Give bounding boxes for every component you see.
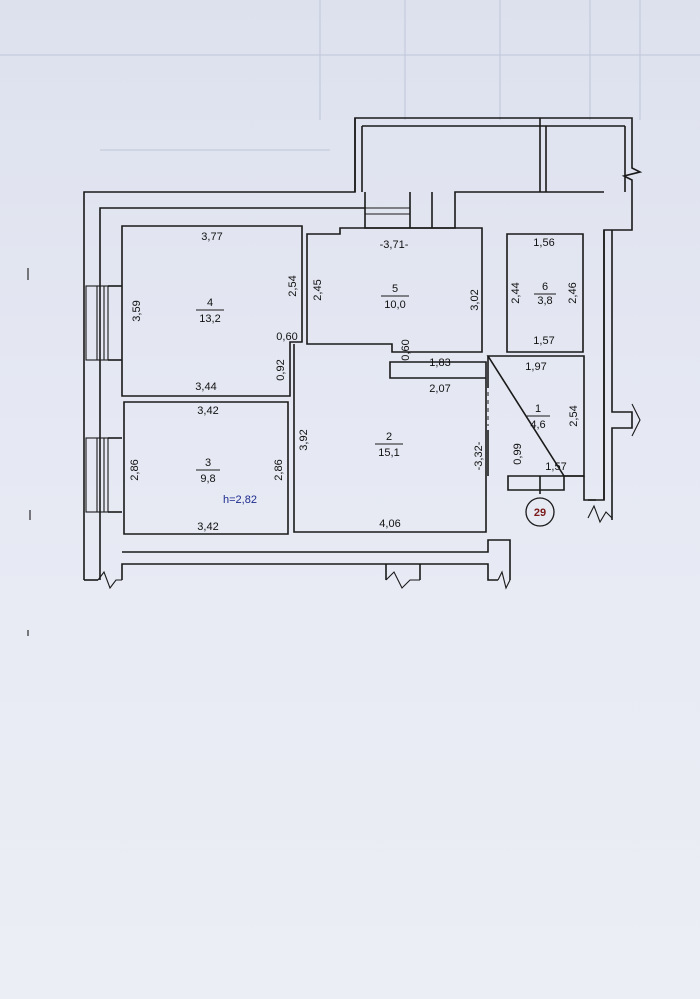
dim-r1-top: 1,97 bbox=[525, 361, 546, 373]
dim-r1-left: 0,99 bbox=[512, 443, 524, 464]
dim-r3-top: 3,42 bbox=[197, 405, 218, 417]
room-5-number: 5 bbox=[392, 283, 398, 295]
dim-r3-right: 2,86 bbox=[273, 459, 285, 480]
dim-r5-left: 2,45 bbox=[312, 279, 324, 300]
room-6-area: 3,8 bbox=[537, 295, 552, 307]
dim-r6-top: 1,56 bbox=[533, 237, 554, 249]
dim-step-w: 0,60 bbox=[276, 331, 297, 343]
room-2-outline bbox=[293, 344, 487, 533]
room-6-outline bbox=[506, 233, 584, 353]
dimension-labels: 3,77 3,59 2,54 3,44 -3,71- 2,45 3,02 0,6… bbox=[129, 231, 580, 533]
room-3-number: 3 bbox=[205, 457, 211, 469]
dim-r6-left: 2,44 bbox=[510, 282, 522, 303]
room-1-outline bbox=[486, 355, 585, 491]
room-2-area: 15,1 bbox=[378, 447, 399, 459]
dim-r6-right: 2,46 bbox=[567, 282, 579, 303]
apartment-number-badge: 29 bbox=[525, 497, 555, 527]
room-4-outline bbox=[121, 225, 303, 397]
dim-r2-right: -3,32- bbox=[473, 441, 485, 470]
background-ghost-lines bbox=[0, 0, 700, 151]
room-4-area: 13,2 bbox=[199, 313, 220, 325]
dim-r4-top: 3,77 bbox=[201, 231, 222, 243]
dim-r2-left: 3,92 bbox=[298, 429, 310, 450]
dim-step-h: 0,92 bbox=[275, 359, 287, 380]
dim-r2-bottom: 4,06 bbox=[379, 518, 400, 530]
ceiling-height-note: h=2,82 bbox=[223, 494, 257, 506]
dim-r4-left: 3,59 bbox=[131, 300, 143, 321]
room-3-area: 9,8 bbox=[200, 473, 215, 485]
dim-r1-right: 2,54 bbox=[568, 405, 580, 426]
room-1-area: 4,6 bbox=[530, 419, 545, 431]
room-outlines bbox=[121, 225, 613, 535]
room-5-area: 10,0 bbox=[384, 299, 405, 311]
apartment-number: 29 bbox=[534, 507, 546, 519]
dim-r4-right: 2,54 bbox=[287, 275, 299, 296]
dim-r5-top: -3,71- bbox=[380, 239, 409, 251]
dim-notch-h: 0,60 bbox=[400, 339, 412, 360]
room-labels: 4 13,2 5 10,0 6 3,8 3 9,8 2 15,1 1 4,6 bbox=[196, 281, 556, 485]
room-6-number: 6 bbox=[542, 281, 548, 293]
dim-r6-bottom: 1,57 bbox=[533, 335, 554, 347]
dim-r3-left: 2,86 bbox=[129, 459, 141, 480]
margin-marks bbox=[27, 268, 31, 636]
outer-walls bbox=[83, 117, 643, 590]
dim-r3-bottom: 3,42 bbox=[197, 521, 218, 533]
dim-r4-bottom: 3,44 bbox=[195, 381, 216, 393]
room-4-number: 4 bbox=[207, 297, 213, 309]
dim-r5-right: 3,02 bbox=[469, 289, 481, 310]
room-1-number: 1 bbox=[535, 403, 541, 415]
room-2-number: 2 bbox=[386, 431, 392, 443]
dim-r2-top-right: 2,07 bbox=[429, 383, 450, 395]
dim-r1-bottom: 1,57 bbox=[545, 461, 566, 473]
room-3-outline bbox=[123, 401, 289, 535]
dim-notch-w: 1,83 bbox=[429, 357, 450, 369]
